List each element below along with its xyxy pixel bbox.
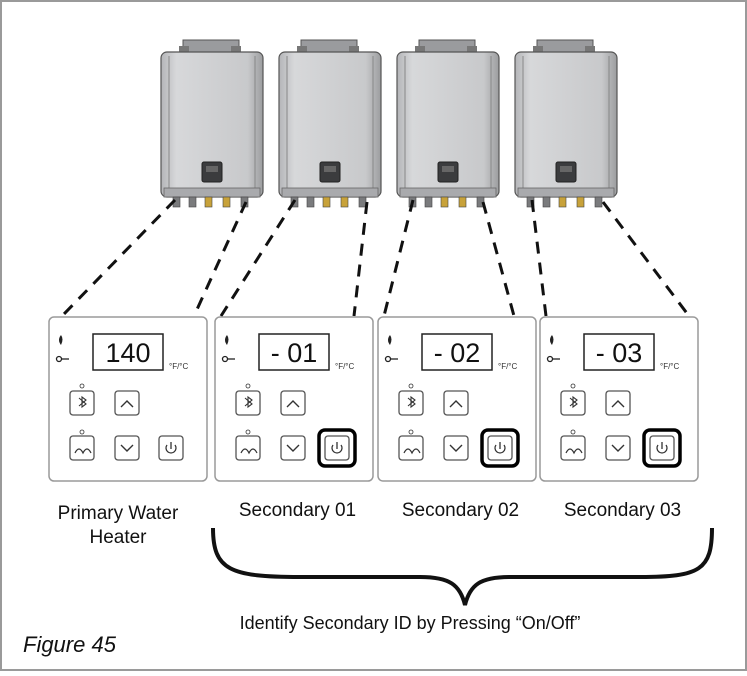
power-icon <box>656 444 668 454</box>
down-button[interactable] <box>280 435 306 461</box>
up-arrow-icon <box>449 400 463 408</box>
connector-line <box>601 201 691 317</box>
recirculation-button[interactable] <box>235 435 261 461</box>
key-icon <box>55 355 69 363</box>
bluetooth-button[interactable] <box>560 390 586 416</box>
bluetooth-icon <box>78 395 87 409</box>
key-icon <box>384 355 398 363</box>
recirculation-icon <box>403 448 421 455</box>
bluetooth-icon <box>407 395 416 409</box>
recirculation-icon <box>565 448 583 455</box>
display-screen <box>421 333 493 371</box>
unit-label: °F/°C <box>660 362 680 371</box>
bluetooth-button[interactable] <box>398 390 424 416</box>
power-icon <box>494 444 506 454</box>
instruction-text: Identify Secondary ID by Pressing “On/Of… <box>239 613 581 633</box>
key-icon <box>546 355 560 363</box>
down-arrow-icon <box>449 444 463 452</box>
recirculation-button[interactable] <box>560 435 586 461</box>
display-screen <box>583 333 655 371</box>
up-button[interactable] <box>605 390 631 416</box>
bluetooth-button[interactable] <box>69 390 95 416</box>
display-value: 140 <box>105 338 150 368</box>
connector-line <box>352 201 369 317</box>
down-arrow-icon <box>286 444 300 452</box>
caption-secondary-02: Secondary 02 <box>401 500 520 521</box>
power-icon <box>165 444 177 454</box>
down-arrow-icon <box>611 444 625 452</box>
unit-label: °F/°C <box>498 362 518 371</box>
figure-label: Figure 45 <box>23 632 116 657</box>
power-icon <box>331 444 343 454</box>
connector-lines <box>60 198 691 318</box>
connector-line <box>219 199 297 317</box>
down-arrow-icon <box>120 444 134 452</box>
display-value: - 01 <box>271 338 318 368</box>
control-panel: - 01 °F/°C <box>214 316 374 482</box>
down-button[interactable] <box>114 435 140 461</box>
key-icon <box>221 355 235 363</box>
water-heater-unit <box>396 39 500 208</box>
connector-line <box>60 198 177 318</box>
up-arrow-icon <box>611 400 625 408</box>
water-heater-unit <box>514 39 618 208</box>
water-heater-unit <box>160 39 264 208</box>
control-panel: 140 °F/°C <box>48 316 208 482</box>
unit-label: °F/°C <box>169 362 189 371</box>
up-arrow-icon <box>120 400 134 408</box>
caption-secondary-03: Secondary 03 <box>563 500 682 521</box>
display-value: - 03 <box>596 338 643 368</box>
power-button[interactable] <box>649 435 675 461</box>
recirculation-button[interactable] <box>69 435 95 461</box>
power-highlight-box <box>480 428 520 468</box>
control-panel: - 02 °F/°C <box>377 316 537 482</box>
power-highlight-box <box>317 428 357 468</box>
water-heater-unit <box>278 39 382 208</box>
recirculation-icon <box>240 448 258 455</box>
display-screen <box>92 333 164 371</box>
recirculation-icon <box>74 448 92 455</box>
recirculation-button[interactable] <box>398 435 424 461</box>
caption-primary: Primary Water Heater <box>57 503 179 548</box>
up-button[interactable] <box>443 390 469 416</box>
display-value: - 02 <box>434 338 481 368</box>
down-button[interactable] <box>605 435 631 461</box>
power-button[interactable] <box>487 435 513 461</box>
caption-secondary-01: Secondary 01 <box>238 500 357 521</box>
display-screen <box>258 333 330 371</box>
power-highlight-box <box>642 428 682 468</box>
down-button[interactable] <box>443 435 469 461</box>
power-button[interactable] <box>158 435 184 461</box>
control-panel: - 03 °F/°C <box>539 316 699 482</box>
bluetooth-icon <box>244 395 253 409</box>
power-button[interactable] <box>324 435 350 461</box>
up-button[interactable] <box>280 390 306 416</box>
flame-icon <box>225 335 229 345</box>
flame-icon <box>550 335 554 345</box>
unit-label: °F/°C <box>335 362 355 371</box>
up-arrow-icon <box>286 400 300 408</box>
bluetooth-icon <box>569 395 578 409</box>
flame-icon <box>59 335 63 345</box>
grouping-brace <box>211 527 714 606</box>
flame-icon <box>388 335 392 345</box>
up-button[interactable] <box>114 390 140 416</box>
bluetooth-button[interactable] <box>235 390 261 416</box>
